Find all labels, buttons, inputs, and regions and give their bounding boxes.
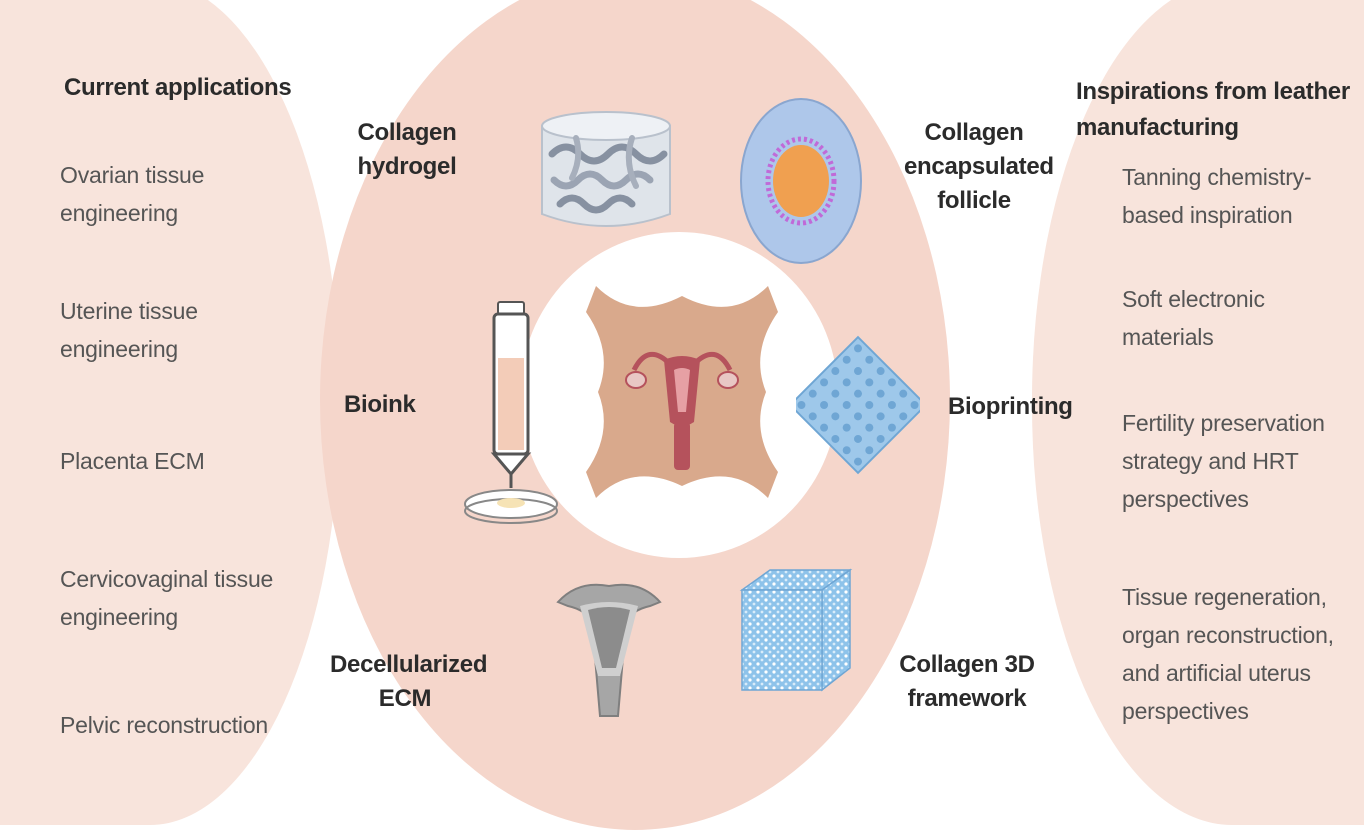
- label-bioink: Bioink: [344, 388, 416, 422]
- label-line: hydrogel: [352, 150, 462, 184]
- label-decellularized-ecm: Decellularized ECM: [330, 648, 480, 716]
- right-item-line: Fertility preservation: [1122, 404, 1325, 442]
- follicle-icon: [736, 94, 866, 269]
- label-collagen-hydrogel: Collagen hydrogel: [352, 116, 462, 184]
- right-item-line: perspectives: [1122, 480, 1325, 518]
- leather-hide-uterus-icon: [582, 272, 782, 512]
- label-line: framework: [892, 682, 1042, 716]
- decellularized-uterus-icon: [554, 576, 664, 726]
- collagen-hydrogel-icon: [536, 104, 676, 244]
- bioprinted-grid-icon: [796, 330, 920, 480]
- label-line: follicle: [904, 184, 1044, 218]
- left-heading: Current applications: [64, 70, 291, 106]
- left-item-line: engineering: [60, 194, 204, 232]
- right-heading: Inspirations from leather manufacturing: [1076, 74, 1350, 146]
- left-item-line: Cervicovaginal tissue: [60, 560, 273, 598]
- right-item-line: organ reconstruction,: [1122, 616, 1334, 654]
- label-bioprinting: Bioprinting: [948, 390, 1073, 424]
- label-line: Collagen: [904, 116, 1044, 150]
- right-item-soft-electronic: Soft electronic materials: [1122, 280, 1265, 356]
- left-item-pelvic: Pelvic reconstruction: [60, 706, 268, 744]
- collagen-cube-icon: [732, 566, 854, 696]
- label-encapsulated-follicle: Collagen encapsulated follicle: [904, 116, 1044, 218]
- label-line: Decellularized: [330, 648, 480, 682]
- right-item-line: Tissue regeneration,: [1122, 578, 1334, 616]
- label-collagen-3d-framework: Collagen 3D framework: [892, 648, 1042, 716]
- right-item-line: Soft electronic: [1122, 280, 1265, 318]
- label-line: Collagen: [352, 116, 462, 150]
- right-item-fertility: Fertility preservation strategy and HRT …: [1122, 404, 1325, 518]
- right-item-line: strategy and HRT: [1122, 442, 1325, 480]
- left-item-line: engineering: [60, 330, 198, 368]
- left-item-uterine: Uterine tissue engineering: [60, 292, 198, 368]
- left-panel-background: [0, 0, 340, 825]
- right-item-tissue-regeneration: Tissue regeneration, organ reconstructio…: [1122, 578, 1334, 730]
- right-heading-line: Inspirations from leather: [1076, 74, 1350, 110]
- left-item-ovarian: Ovarian tissue engineering: [60, 156, 204, 232]
- label-line: encapsulated: [904, 150, 1044, 184]
- left-item-line: Pelvic reconstruction: [60, 706, 268, 744]
- label-line: Collagen 3D: [892, 648, 1042, 682]
- left-item-line: Ovarian tissue: [60, 156, 204, 194]
- right-item-line: and artificial uterus: [1122, 654, 1334, 692]
- right-item-line: materials: [1122, 318, 1265, 356]
- label-line: ECM: [330, 682, 480, 716]
- right-item-line: based inspiration: [1122, 196, 1311, 234]
- left-item-placenta: Placenta ECM: [60, 442, 205, 480]
- bioink-syringe-icon: [456, 298, 566, 528]
- right-item-line: perspectives: [1122, 692, 1334, 730]
- right-item-tanning: Tanning chemistry- based inspiration: [1122, 158, 1311, 234]
- right-heading-line: manufacturing: [1076, 110, 1350, 146]
- right-item-line: Tanning chemistry-: [1122, 158, 1311, 196]
- left-item-line: engineering: [60, 598, 273, 636]
- left-item-cervicovaginal: Cervicovaginal tissue engineering: [60, 560, 273, 636]
- left-item-line: Placenta ECM: [60, 442, 205, 480]
- left-item-line: Uterine tissue: [60, 292, 198, 330]
